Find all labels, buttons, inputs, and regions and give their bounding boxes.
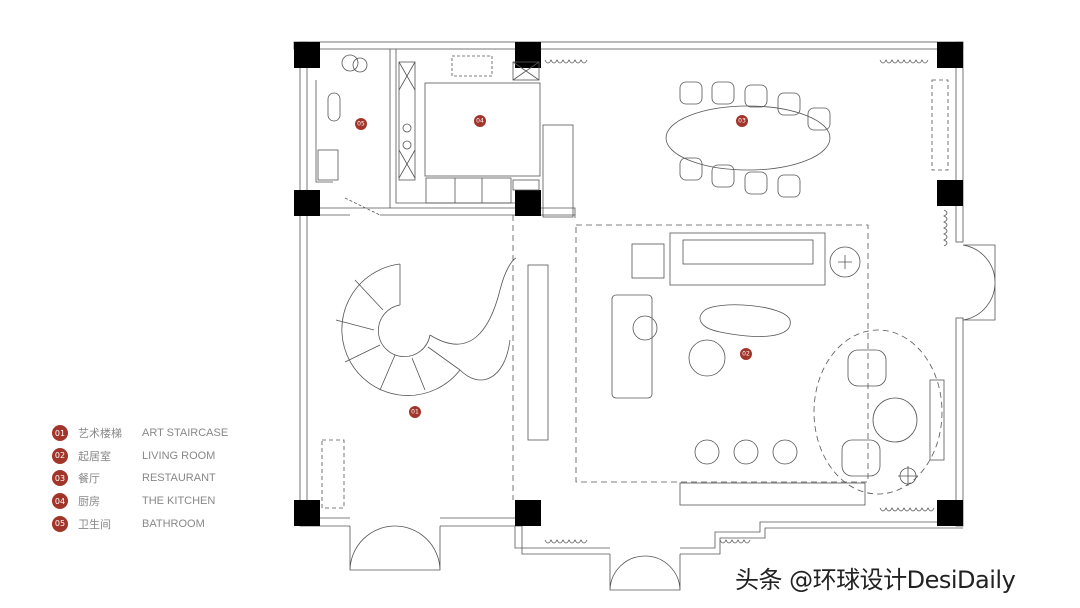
legend-number: 02 <box>52 447 68 464</box>
legend-cn: 卫生间 <box>78 517 111 531</box>
legend-cn: 餐厅 <box>78 472 100 486</box>
legend-en: THE KITCHEN <box>142 495 216 508</box>
svg-text:04: 04 <box>476 118 484 125</box>
bathroom-fixtures <box>315 54 381 216</box>
legend-item: 03 餐厅 RESTAURANT <box>52 467 228 490</box>
structural-columns <box>294 42 963 526</box>
legend-cn: 艺术楼梯 <box>78 427 122 441</box>
svg-text:01: 01 <box>411 409 419 416</box>
room-markers: 01 02 03 04 05 <box>355 115 752 418</box>
legend-item: 04 厨房 THE KITCHEN <box>52 490 228 513</box>
walls <box>293 41 964 555</box>
legend-number: 03 <box>52 470 68 487</box>
marker-05: 05 <box>355 118 367 130</box>
doors <box>349 244 996 591</box>
legend-item: 05 卫生间 BATHROOM <box>52 512 228 535</box>
marker-04: 04 <box>474 115 486 127</box>
dining-set <box>665 81 831 198</box>
legend-en: BATHROOM <box>142 517 205 530</box>
curtains <box>544 59 948 544</box>
svg-text:05: 05 <box>357 121 365 128</box>
svg-text:02: 02 <box>742 351 750 358</box>
kitchen-fixtures <box>398 55 574 218</box>
legend-en: LIVING ROOM <box>142 449 216 462</box>
legend-item: 02 起居室 LIVING ROOM <box>52 445 228 468</box>
marker-02: 02 <box>740 348 752 360</box>
living-room-furniture <box>575 79 949 506</box>
legend-cn: 起居室 <box>78 449 111 463</box>
legend-en: RESTAURANT <box>142 472 216 485</box>
marker-03: 03 <box>736 115 748 127</box>
svg-text:03: 03 <box>738 118 746 125</box>
spiral-staircase <box>335 257 549 441</box>
legend-number: 04 <box>52 493 68 510</box>
legend-item: 01 艺术楼梯 ART STAIRCASE <box>52 422 228 445</box>
shoe-cabinet <box>321 439 345 509</box>
legend-en: ART STAIRCASE <box>142 427 229 440</box>
watermark: 头条 @环球设计DesiDaily <box>735 566 1016 594</box>
legend: 01 艺术楼梯 ART STAIRCASE 02 起居室 LIVING ROOM 03 餐… <box>52 422 228 535</box>
marker-01: 01 <box>409 406 421 418</box>
legend-number: 01 <box>52 425 68 442</box>
legend-number: 05 <box>52 515 68 532</box>
legend-cn: 厨房 <box>78 495 100 509</box>
